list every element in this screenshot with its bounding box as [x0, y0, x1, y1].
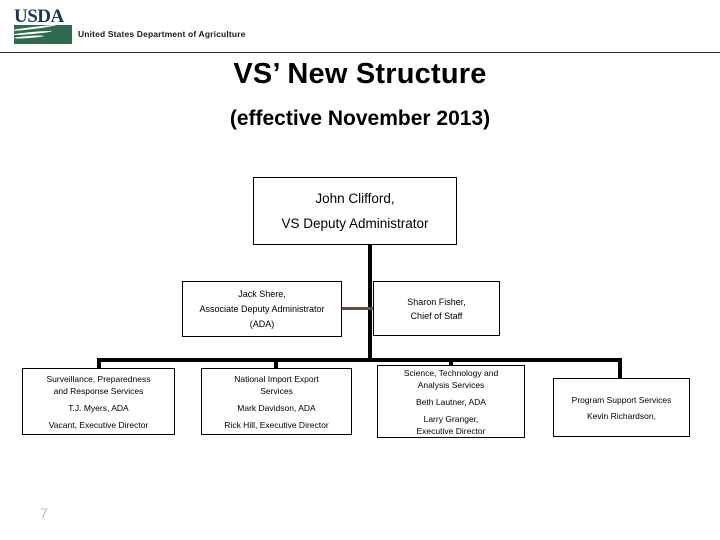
usda-tagline-text: United States Department of Agriculture: [78, 29, 246, 39]
connector-drop-import-export: [274, 358, 278, 369]
node-person-name: John Clifford,: [315, 191, 395, 206]
connector-trunk-vertical: [368, 245, 372, 361]
org-node-surveillance-services: Surveillance, Preparedness and Response …: [22, 368, 175, 435]
org-node-import-export-services: National Import Export Services Mark Dav…: [201, 368, 352, 435]
page-title: VS’ New Structure: [233, 58, 487, 90]
connector-ada-to-chief-of-staff: [342, 307, 373, 310]
node-unit-name-line2: and Response Services: [53, 385, 144, 396]
org-node-chief-of-staff: Sharon Fisher, Chief of Staff: [373, 281, 500, 336]
connector-horizontal-bus: [97, 358, 622, 362]
node-person-title: Chief of Staff: [410, 310, 463, 321]
node-director-name-line1: Larry Granger,: [423, 413, 479, 424]
node-person-title: Associate Deputy Administrator: [199, 303, 325, 314]
node-unit-name-line2: Analysis Services: [417, 379, 485, 390]
org-node-associate-deputy-administrator: Jack Shere, Associate Deputy Administrat…: [182, 281, 342, 337]
node-ada-name: Beth Lautner, ADA: [416, 396, 486, 407]
usda-header-banner: USDA United States Department of Agricul…: [0, 0, 720, 53]
node-unit-name-line1: Science, Technology and: [403, 367, 499, 378]
page-number: 7: [40, 505, 48, 521]
page-subtitle: (effective November 2013): [229, 107, 491, 130]
node-person-title-abbrev: (ADA): [249, 318, 275, 329]
usda-wordmark-text: USDA: [14, 6, 64, 27]
connector-drop-science-analysis: [449, 358, 453, 366]
node-ada-name: Kevin Richardson,: [587, 410, 656, 421]
node-ada-name: T.J. Myers, ADA: [68, 402, 129, 413]
usda-logo: USDA: [14, 7, 72, 44]
node-unit-name-line1: Program Support Services: [571, 394, 672, 405]
node-unit-name-line2: Services: [260, 385, 293, 396]
node-director-name: Vacant, Executive Director: [48, 419, 149, 430]
org-node-deputy-administrator: John Clifford, VS Deputy Administrator: [253, 177, 457, 245]
node-person-title: VS Deputy Administrator: [281, 216, 429, 231]
node-unit-name-line1: National Import Export: [234, 373, 319, 384]
connector-drop-surveillance: [97, 358, 101, 369]
org-node-program-support-services: Program Support Services Kevin Richardso…: [553, 378, 690, 437]
node-ada-name: Mark Davidson, ADA: [237, 402, 316, 413]
node-person-name: Jack Shere,: [238, 288, 286, 299]
node-person-name: Sharon Fisher,: [407, 296, 466, 307]
node-director-name: Rick Hill, Executive Director: [224, 419, 329, 430]
usda-landscape-graphic: [14, 25, 72, 44]
connector-drop-program-support: [618, 358, 622, 379]
header-divider-rule: [0, 52, 720, 53]
org-node-science-analysis-services: Science, Technology and Analysis Service…: [377, 365, 525, 438]
node-unit-name-line1: Surveillance, Preparedness: [46, 373, 151, 384]
node-director-name-line2: Executive Director: [416, 425, 486, 436]
